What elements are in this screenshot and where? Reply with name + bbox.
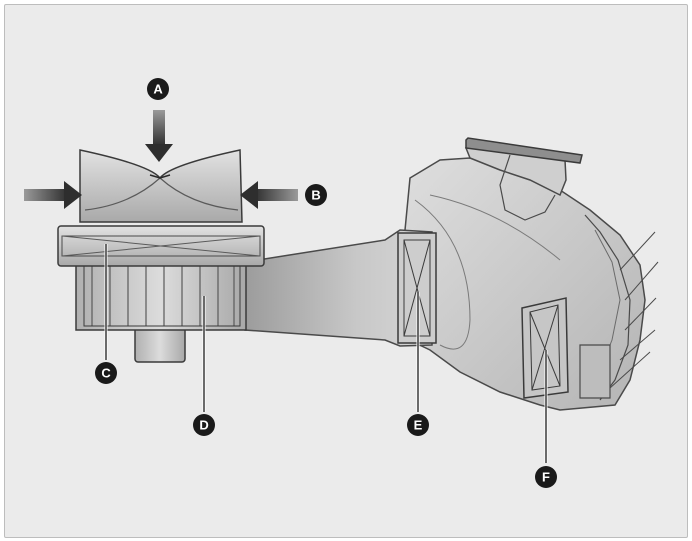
- callout-a: A: [147, 78, 169, 100]
- callout-d: D: [193, 414, 215, 436]
- leader-lines: [105, 244, 547, 463]
- callout-f-label: F: [542, 470, 550, 485]
- air-intake-arrow-left: [24, 181, 82, 209]
- blower-unit: [57, 149, 265, 363]
- callout-b: B: [305, 184, 327, 206]
- heater-core: [521, 297, 569, 399]
- callout-a-label: A: [153, 82, 163, 97]
- connecting-duct: [244, 229, 433, 347]
- callout-d-label: D: [199, 418, 208, 433]
- heater-case: [404, 137, 659, 411]
- callout-e: E: [407, 414, 429, 436]
- callout-f: F: [535, 466, 557, 488]
- callout-b-label: B: [311, 188, 320, 203]
- callout-e-label: E: [414, 418, 423, 433]
- callout-c-label: C: [101, 366, 111, 381]
- callout-c: C: [95, 362, 117, 384]
- air-intake-arrow-b: [240, 181, 298, 209]
- air-intake-arrow-a: [145, 110, 173, 162]
